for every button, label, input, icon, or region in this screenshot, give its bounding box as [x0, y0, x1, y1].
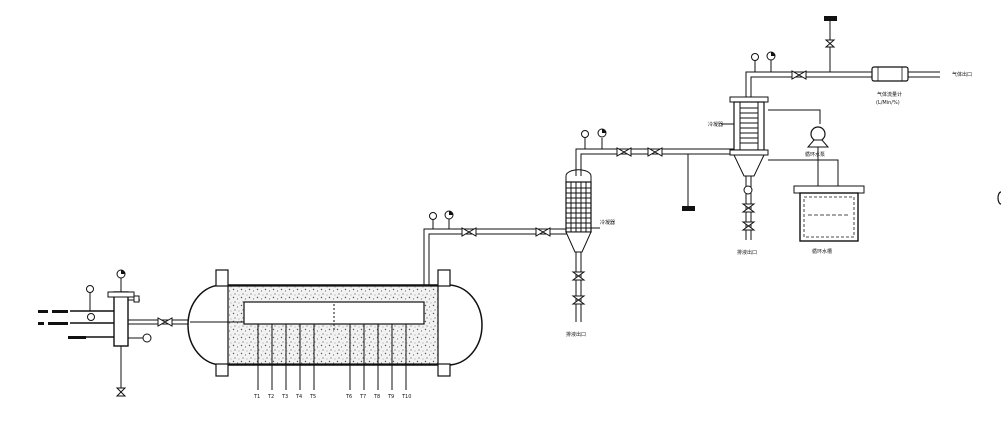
pressure-gauge-icon [581, 130, 589, 149]
label-t10: T10 [401, 394, 411, 400]
condenser-2-label: 冷凝器 [708, 121, 723, 128]
thermocouple-probes [257, 304, 407, 390]
valve-icon [535, 227, 551, 237]
inlet-line-bottom [68, 336, 115, 339]
valve-icon [571, 295, 586, 305]
pressure-gauge-icon [751, 53, 759, 72]
water-bath: 循环水槽 [793, 185, 865, 255]
condenser-1-outlet-label: 排液出口 [566, 331, 586, 338]
label-t2: T2 [267, 394, 274, 400]
bath-label: 循环水槽 [812, 248, 832, 255]
pressure-gauge-icon [429, 212, 437, 229]
label-t3: T3 [281, 394, 288, 400]
inlet-manifold [38, 269, 190, 397]
pump-label: 循环水泵 [805, 151, 825, 158]
ground-symbol [824, 16, 837, 72]
label-t4: T4 [295, 394, 302, 400]
mixing-manifold [113, 291, 129, 347]
valve-icon [571, 271, 586, 281]
condenser-1: 冷凝器 排液出口 [565, 169, 615, 338]
pressure-gauge-icon [766, 51, 776, 72]
valve-icon [616, 147, 632, 157]
pipe-reactor-to-condenser [423, 228, 568, 285]
pressure-gauge-icon [444, 210, 454, 229]
flowmeter-label: 气体流量计 [877, 91, 902, 98]
pressure-gauge-icon [142, 333, 152, 343]
pressure-gauge-icon [86, 285, 94, 311]
label-t1: T1 [253, 394, 260, 400]
valve-icon [741, 203, 756, 213]
label-t8: T8 [373, 394, 380, 400]
pump-icon: 循环水泵 [805, 126, 830, 158]
label-t5: T5 [309, 394, 316, 400]
pressure-gauge-icon [597, 128, 607, 149]
flowmeter-sublabel: (L/Min/%) [876, 100, 900, 106]
condenser-2-outlet-label: 排液出口 [737, 249, 757, 256]
inlet-line-top [38, 310, 115, 313]
pressure-gauge-icon [87, 313, 95, 321]
valve-icon [647, 147, 663, 157]
valve-icon [461, 227, 477, 237]
label-t6: T6 [345, 394, 352, 400]
valve-icon [791, 70, 807, 80]
gas-outlet-label: 气体出口 [952, 71, 972, 78]
valve-icon [741, 221, 756, 231]
condenser-1-label: 冷凝器 [600, 219, 615, 226]
valve-icon [157, 317, 173, 327]
edge-mark [997, 191, 1002, 205]
valve-icon [115, 387, 127, 397]
ground-symbol [682, 154, 695, 211]
inlet-line-mid [38, 322, 115, 325]
gas-flowmeter: 气体流量计 (L/Min/%) [871, 66, 909, 106]
thermocouple-labels: T1 T2 T3 T4 T5 T6 T7 T8 T9 T10 [253, 394, 411, 400]
label-t7: T7 [359, 394, 366, 400]
outlet-pipe [745, 71, 940, 97]
reactor-vessel: T1 T2 T3 T4 T5 T6 T7 T8 T9 T10 [187, 269, 483, 400]
pipe-condenser-to-condenser [575, 148, 740, 176]
packed-bed [227, 285, 439, 365]
condenser-2: 冷凝器 排液出口 [708, 96, 769, 256]
pressure-gauge-icon [116, 269, 126, 292]
label-t9: T9 [387, 394, 394, 400]
